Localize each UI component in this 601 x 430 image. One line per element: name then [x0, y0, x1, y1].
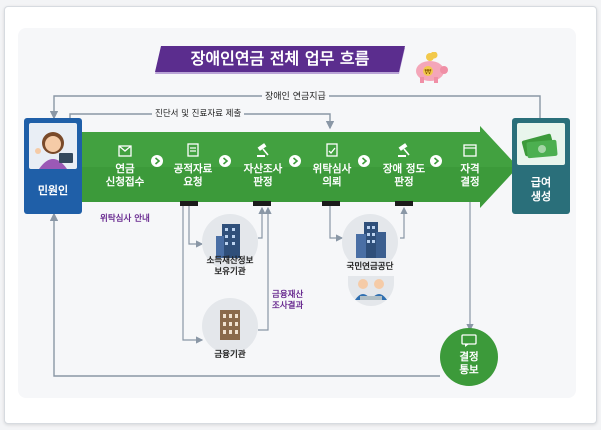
- chevron-right-icon: [219, 155, 231, 167]
- stage-marker: [395, 201, 413, 206]
- stage-marker: [253, 201, 271, 206]
- chevron-right-icon: [151, 155, 163, 167]
- financial-institution-node: [202, 298, 258, 354]
- piggy-bank-icon: ₩: [416, 52, 448, 83]
- svg-text:₩: ₩: [425, 68, 432, 76]
- decision-return-line: [49, 212, 440, 377]
- consignment-notice-label: 위탁심사 안내: [100, 214, 150, 224]
- form-envelope-icon: [118, 145, 132, 157]
- stage-marker: [322, 201, 340, 206]
- nps-label: 국민연금공단: [346, 262, 394, 272]
- chevron-right-icon: [289, 155, 301, 167]
- nps-node: [342, 214, 398, 270]
- title-banner: 장애인연금 전체 업무 흐름: [155, 44, 410, 78]
- office-building-icon: [356, 222, 386, 258]
- income-property-institution-node: [202, 214, 258, 270]
- gavel-icon: [398, 143, 410, 157]
- office-building-icon: [216, 224, 240, 258]
- bank-building-icon: [220, 310, 240, 340]
- chevron-right-icon: [430, 155, 442, 167]
- money-icon: [517, 123, 565, 165]
- gavel-icon: [257, 143, 269, 157]
- staff-icon: [348, 276, 394, 306]
- document-request-icon: [187, 143, 199, 157]
- payment-flow-label: 장애인 연금지급: [262, 89, 329, 102]
- benefit-generation-label: 급여 생성: [530, 176, 552, 203]
- applicant-label: 민원인: [37, 184, 69, 197]
- submission-flow-label: 진단서 및 진료자료 제출: [152, 107, 245, 119]
- message-icon: [461, 334, 477, 347]
- calendar-check-icon: [463, 144, 477, 157]
- page-title: 장애인연금 전체 업무 흐름: [190, 49, 370, 68]
- stage-marker: [180, 201, 198, 206]
- applicant-avatar: [29, 123, 77, 169]
- financial-institution-label: 금융기관: [214, 350, 246, 360]
- document-check-icon: [326, 143, 338, 157]
- benefit-generation-node: 급여 생성: [512, 118, 570, 214]
- applicant-node: 민원인: [24, 118, 82, 214]
- chevron-right-icon: [358, 155, 370, 167]
